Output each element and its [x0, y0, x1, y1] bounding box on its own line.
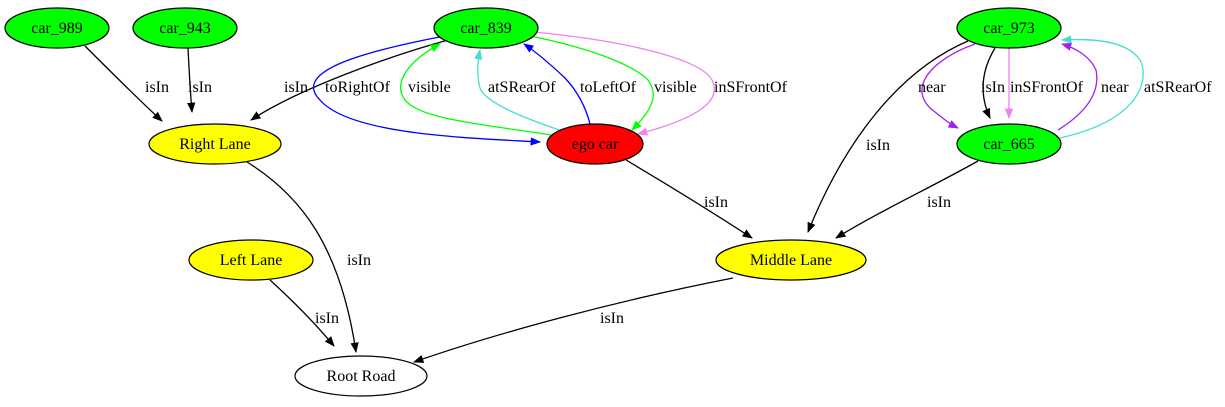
node-car-839: car_839 — [433, 7, 539, 49]
node-shape — [4, 7, 110, 49]
edge-ego-car-to-car-839 — [523, 43, 591, 125]
edge-ego-car-to-car-839 — [400, 43, 559, 137]
node-shape — [294, 355, 428, 397]
node-label: Left Lane — [220, 252, 283, 269]
node-ego-car: ego car — [546, 123, 644, 165]
node-middle-lane: Middle Lane — [715, 239, 867, 281]
edge-ego-car-to-middle-lane — [625, 159, 753, 239]
node-label: car_943 — [159, 20, 211, 37]
edge-label: isIn — [145, 79, 169, 96]
node-shape — [546, 123, 644, 165]
edge-car-665-to-car-973 — [1057, 42, 1098, 131]
edge-label: isIn — [600, 310, 624, 327]
node-shape — [148, 123, 282, 165]
node-right-lane: Right Lane — [148, 123, 282, 165]
node-car-973: car_973 — [956, 7, 1062, 49]
edge-car-973-to-car-665 — [982, 47, 996, 119]
edge-label: isIn — [981, 79, 1005, 96]
edge-label: atSRearOf — [488, 79, 556, 96]
node-label: Middle Lane — [750, 252, 832, 269]
edge-label: near — [1101, 79, 1129, 96]
edge-label: isIn — [188, 79, 212, 96]
edge-label: inSFrontOf — [714, 79, 788, 96]
edge-ego-car-to-car-839 — [474, 48, 563, 132]
edge-label: near — [918, 79, 946, 96]
edge-car-989-to-right-lane — [84, 45, 163, 122]
edge-label: toLeftOf — [580, 79, 637, 96]
edge-label: isIn — [347, 252, 371, 269]
edge-label: visible — [654, 79, 697, 96]
edge-label: isIn — [927, 194, 951, 211]
node-shape — [956, 123, 1062, 165]
edge-layer — [84, 31, 1144, 363]
node-label: car_665 — [983, 136, 1035, 153]
node-label: car_839 — [460, 20, 512, 37]
edge-car-839-to-ego-car — [312, 34, 542, 146]
node-left-lane: Left Lane — [188, 239, 314, 281]
node-root-road: Root Road — [294, 355, 428, 397]
node-shape — [956, 7, 1062, 49]
edge-car-973-to-middle-lane — [807, 40, 969, 233]
node-shape — [188, 239, 314, 281]
node-shape — [715, 239, 867, 281]
edge-label: atSRearOf — [1144, 79, 1212, 96]
node-label: Root Road — [327, 368, 396, 385]
edge-label-layer: isIn isIn isIn toRightOf visible atSRearOf toL… — [145, 79, 1212, 327]
edge-label: inSFrontOf — [1010, 79, 1084, 96]
edge-left-lane-to-root-road — [269, 279, 335, 347]
node-car-665: car_665 — [956, 123, 1062, 165]
node-label: car_973 — [983, 20, 1035, 37]
edge-car-943-to-right-lane — [187, 47, 196, 114]
node-car-989: car_989 — [4, 7, 110, 49]
edge-right-lane-to-root-road — [246, 161, 359, 354]
node-label: car_989 — [31, 20, 83, 37]
edge-label: visible — [408, 79, 451, 96]
edge-middle-lane-to-root-road — [413, 277, 734, 363]
edge-car-665-to-middle-lane — [835, 160, 979, 239]
edge-label: isIn — [866, 137, 890, 154]
node-shape — [132, 7, 238, 49]
edge-label: isIn — [704, 194, 728, 211]
node-car-943: car_943 — [132, 7, 238, 49]
edge-car-839-to-right-lane — [250, 39, 449, 121]
node-label: Right Lane — [179, 136, 251, 153]
edge-label: isIn — [315, 310, 339, 327]
node-shape — [433, 7, 539, 49]
edge-label: isIn — [284, 79, 308, 96]
edge-car-839-to-ego-car — [532, 31, 715, 136]
edge-label: toRightOf — [325, 79, 391, 96]
node-label: ego car — [572, 136, 619, 153]
edge-car-665-to-car-973 — [1059, 35, 1144, 139]
edge-car-839-to-ego-car — [529, 35, 654, 131]
edge-car-973-to-car-665 — [921, 43, 976, 129]
